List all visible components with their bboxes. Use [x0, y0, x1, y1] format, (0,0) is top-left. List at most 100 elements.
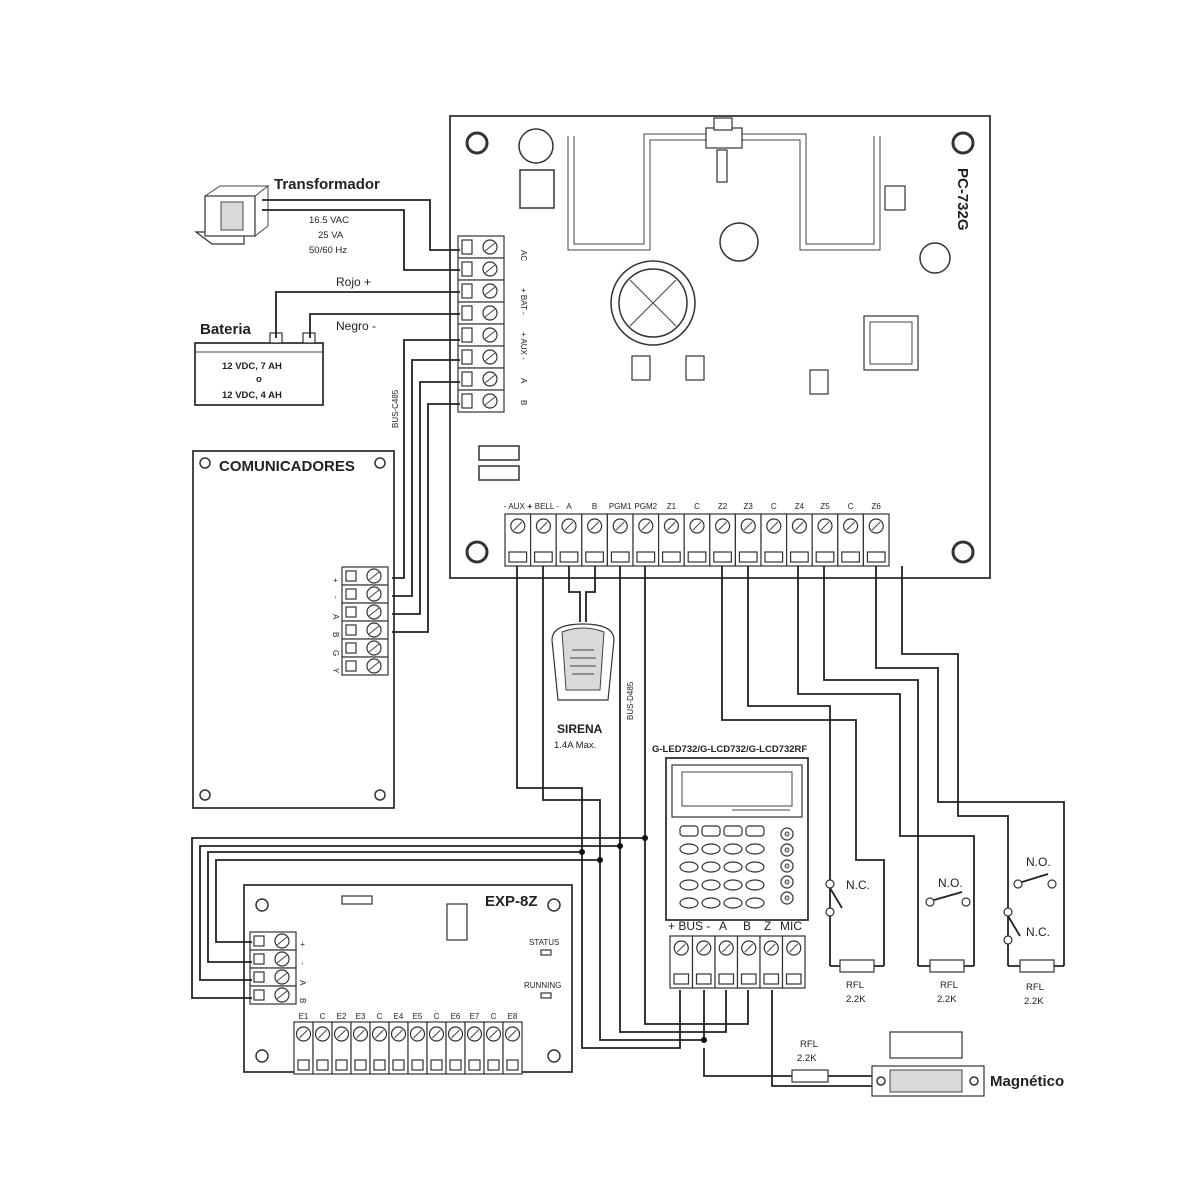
bottom-terminal-label: Z1 — [667, 502, 677, 511]
expander-zone-terminal-slot — [392, 1059, 405, 1071]
expander-zone-terminal-slot — [354, 1059, 367, 1071]
power-terminal-slot — [461, 239, 473, 255]
expander-side-terminal-screw-slot — [276, 936, 288, 946]
junction-dots — [579, 835, 707, 1043]
keypad-key — [701, 897, 721, 909]
keypad-key — [679, 879, 699, 891]
power-terminal-slot — [461, 327, 473, 343]
keypad-models: G-LED732/G-LCD732/G-LCD732RF — [652, 744, 807, 755]
zone-sensor-nc-3 — [1003, 907, 1021, 945]
expander-zone-terminal-screw-slot — [394, 1029, 403, 1039]
keypad-key — [745, 879, 765, 891]
power-terminal-slot — [461, 349, 473, 365]
keypad-key — [745, 861, 765, 873]
bottom-terminal-label: Z2 — [718, 502, 728, 511]
transformer-icon — [194, 184, 270, 245]
keypad-key — [723, 825, 743, 837]
siren-spec: 1.4A Max. — [554, 740, 596, 751]
power-terminal-slot — [461, 393, 473, 409]
expander-status-label: STATUS — [529, 938, 559, 947]
power-terminal-slot — [461, 261, 473, 277]
expander-zone-terminal-slot — [449, 1059, 462, 1071]
keypad-function-key-dot — [784, 847, 790, 853]
power-terminal-block — [457, 235, 505, 413]
zone-resistor-2-label: RFL — [940, 980, 958, 991]
keypad-terminal-slot — [695, 973, 712, 985]
bottom-terminal-slot — [533, 551, 553, 563]
bottom-terminal-label: - AUX + — [504, 502, 532, 511]
expander-zone-terminal-slot — [316, 1059, 329, 1071]
expander-zone-terminal-label: E2 — [337, 1012, 347, 1021]
expander-zone-terminal-label: E6 — [451, 1012, 461, 1021]
bottom-terminal-screw-slot — [667, 521, 676, 531]
main-panel-model: PC-732G — [954, 168, 971, 231]
bottom-terminal-screw-slot — [795, 521, 804, 531]
power-terminal-screw-slot — [484, 396, 496, 406]
keypad-terminal-screw-slot — [744, 943, 754, 953]
power-terminal-label-bat: + BAT - — [519, 288, 528, 315]
keypad-terminal-block — [669, 935, 806, 989]
expander-side-terminal-screw-slot — [276, 990, 288, 1000]
zone-3-nc-label: N.C. — [1026, 925, 1050, 939]
keypad-key — [679, 843, 699, 855]
communicators-terminal-slot — [345, 606, 357, 618]
bottom-terminal-slot — [738, 551, 758, 563]
bottom-terminal-label: C — [694, 502, 700, 511]
magnetic-resistor — [791, 1069, 829, 1083]
keypad-key — [723, 879, 743, 891]
power-terminal-screw-slot — [484, 242, 496, 252]
expander-side-terminal-plus: + — [298, 942, 307, 947]
expander-zone-terminal-screw-slot — [299, 1029, 308, 1039]
keypad-key — [723, 843, 743, 855]
expander-zone-terminal-screw-slot — [318, 1029, 327, 1039]
keypad-key — [701, 843, 721, 855]
bottom-terminal-screw-slot — [820, 521, 830, 531]
expander-zone-terminal-label: E3 — [356, 1012, 366, 1021]
bottom-terminal-screw-slot — [846, 521, 855, 531]
keypad-buttons — [679, 825, 794, 909]
bottom-terminal-label: Z5 — [820, 502, 830, 511]
power-terminal-screw-slot — [484, 308, 496, 318]
power-terminal-slot — [461, 371, 473, 387]
bottom-terminal-screw-slot — [692, 521, 702, 531]
power-terminal-label-a: A — [519, 378, 528, 384]
power-terminal-label-ac: AC — [519, 250, 528, 261]
bottom-terminal-slot — [789, 551, 809, 563]
expander-side-terminal-slot — [253, 971, 265, 983]
magnetic-title: Magnético — [990, 1073, 1064, 1090]
magnetic-resistor-value: 2.2K — [797, 1053, 817, 1064]
keypad-terminal-bus: + BUS - — [668, 919, 710, 933]
communicators-terminal-slot — [345, 624, 357, 636]
magnetic-resistor-label: RFL — [800, 1039, 818, 1050]
bottom-terminal-slot — [610, 551, 630, 563]
bottom-terminal-screw-slot — [871, 521, 881, 531]
expander-side-terminal-b: B — [298, 998, 307, 1003]
expander-zone-terminal-label: E5 — [413, 1012, 423, 1021]
keypad-terminal-screw-slot — [721, 943, 731, 953]
battery-title: Bateria — [200, 321, 252, 338]
keypad-function-key-dot — [784, 879, 790, 885]
transformer-spec-voltage: 16.5 VAC — [309, 215, 349, 226]
power-terminal-label-aux: + AUX - — [519, 332, 528, 360]
expander-zone-terminal-slot — [411, 1059, 424, 1071]
keypad-terminal-b: B — [743, 919, 751, 933]
transformer-title: Transformador — [274, 176, 380, 193]
bottom-terminal-screw-slot — [539, 521, 548, 531]
keypad-key — [679, 825, 699, 837]
siren-icon — [551, 566, 615, 701]
battery-spec-line1: 12 VDC, 7 AH — [222, 361, 282, 372]
zone-1-nc-label: N.C. — [846, 878, 870, 892]
communicators-terminal-g: G — [331, 650, 340, 656]
keypad-terminal-screw-slot — [699, 943, 709, 953]
expander-zone-terminal-slot — [487, 1059, 500, 1071]
expander-zone-terminal-screw-slot — [356, 1029, 365, 1039]
power-terminal-screw-slot — [484, 352, 496, 362]
zone-sensor-no-2 — [925, 891, 971, 907]
power-terminal-screw-slot — [484, 286, 496, 296]
communicators-terminal-minus: - — [331, 596, 340, 599]
expander-zone-terminal-label: C — [320, 1012, 326, 1021]
siren-title: SIRENA — [557, 722, 603, 736]
zone-resistor-1-value: 2.2K — [846, 994, 866, 1005]
expander-zone-terminal-label: E4 — [394, 1012, 404, 1021]
keypad-terminal-a: A — [719, 919, 727, 933]
